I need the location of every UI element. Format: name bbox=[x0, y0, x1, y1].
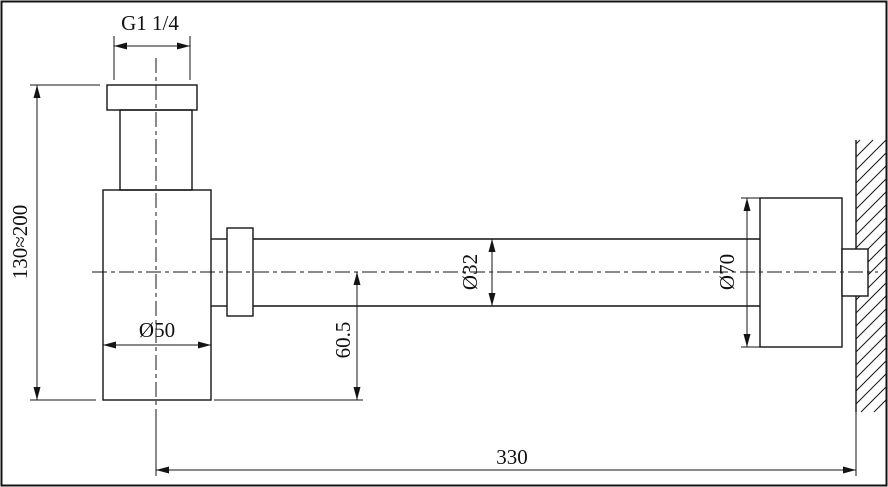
dim-pipe-diameter: Ø32 bbox=[458, 239, 496, 306]
dim-pipe-diameter-label: Ø32 bbox=[458, 254, 482, 290]
dim-drop: 60.5 bbox=[214, 272, 363, 401]
dim-flange-diameter-label: Ø70 bbox=[715, 254, 739, 290]
dim-drop-label: 60.5 bbox=[331, 322, 355, 359]
bottle-trap-outline bbox=[102, 84, 212, 401]
dim-thread-label: G1 1/4 bbox=[121, 11, 179, 35]
dim-height: 130≈200 bbox=[8, 84, 100, 401]
dim-length: 330 bbox=[155, 412, 857, 476]
inlet-nut-outline bbox=[106, 84, 198, 111]
dim-length-label: 330 bbox=[496, 445, 528, 469]
trap-body-outline bbox=[102, 189, 212, 401]
dim-thread: G1 1/4 bbox=[113, 11, 191, 80]
dim-body-diameter: Ø50 bbox=[103, 318, 211, 349]
dim-body-diameter-label: Ø50 bbox=[139, 318, 175, 342]
dim-flange-diameter: Ø70 bbox=[715, 197, 760, 348]
dim-height-label: 130≈200 bbox=[8, 205, 32, 280]
